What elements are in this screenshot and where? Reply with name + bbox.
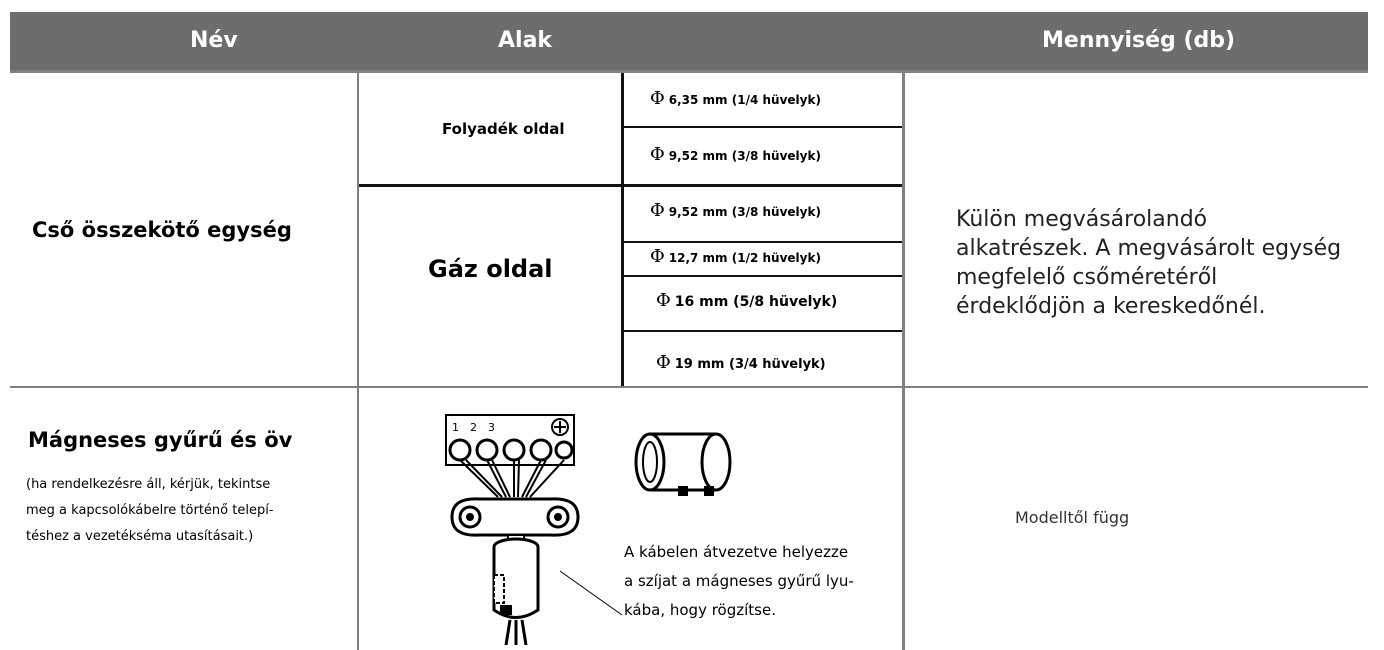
- pipe-quantity-text: Külön megvásárolandó alkatrészek. A megv…: [956, 207, 1342, 319]
- phi-symbol: Φ: [650, 144, 665, 165]
- divider-name-shape: [357, 70, 359, 650]
- terminal-number: 1: [452, 421, 459, 434]
- divider-shape-qty: [902, 70, 905, 650]
- header-quantity: Mennyiség (db): [1042, 28, 1236, 53]
- phi-symbol: Φ: [650, 200, 665, 221]
- header-name: Név: [190, 28, 238, 53]
- terminal-number: 3: [488, 421, 495, 434]
- header-bottom-rule: [10, 70, 1368, 73]
- size-row-line: [624, 126, 902, 128]
- phi-symbol: Φ: [650, 246, 665, 267]
- terminal-number: 2: [470, 421, 477, 434]
- header-shape: Alak: [498, 28, 553, 53]
- magnetic-ring-icon: [634, 432, 732, 496]
- size-column-divider: [621, 73, 624, 386]
- magnet-note: (ha rendelkezésre áll, kérjük, tekintse …: [26, 477, 274, 544]
- size-row-line: [624, 330, 902, 332]
- liquid-side-label: Folyadék oldal: [442, 120, 565, 138]
- row-divider: [10, 386, 1368, 388]
- size-row-line: [624, 275, 902, 277]
- phi-symbol: Φ: [656, 290, 671, 311]
- magnet-name: Mágneses gyűrű és öv: [28, 428, 293, 452]
- phi-symbol: Φ: [650, 88, 665, 109]
- liquid-gas-divider: [359, 184, 902, 187]
- table-header: [10, 12, 1368, 70]
- magnet-quantity: Modelltől függ: [1015, 508, 1130, 527]
- magnet-caption: A kábelen átvezetve helyezze a szíjat a …: [624, 543, 854, 619]
- pipe-name: Cső összekötő egység: [32, 218, 292, 242]
- phi-symbol: Φ: [656, 352, 671, 373]
- gas-side-label: Gáz oldal: [428, 255, 553, 283]
- size-row-line: [624, 241, 902, 243]
- cable-ring-illustration: 1 2 3: [445, 414, 623, 646]
